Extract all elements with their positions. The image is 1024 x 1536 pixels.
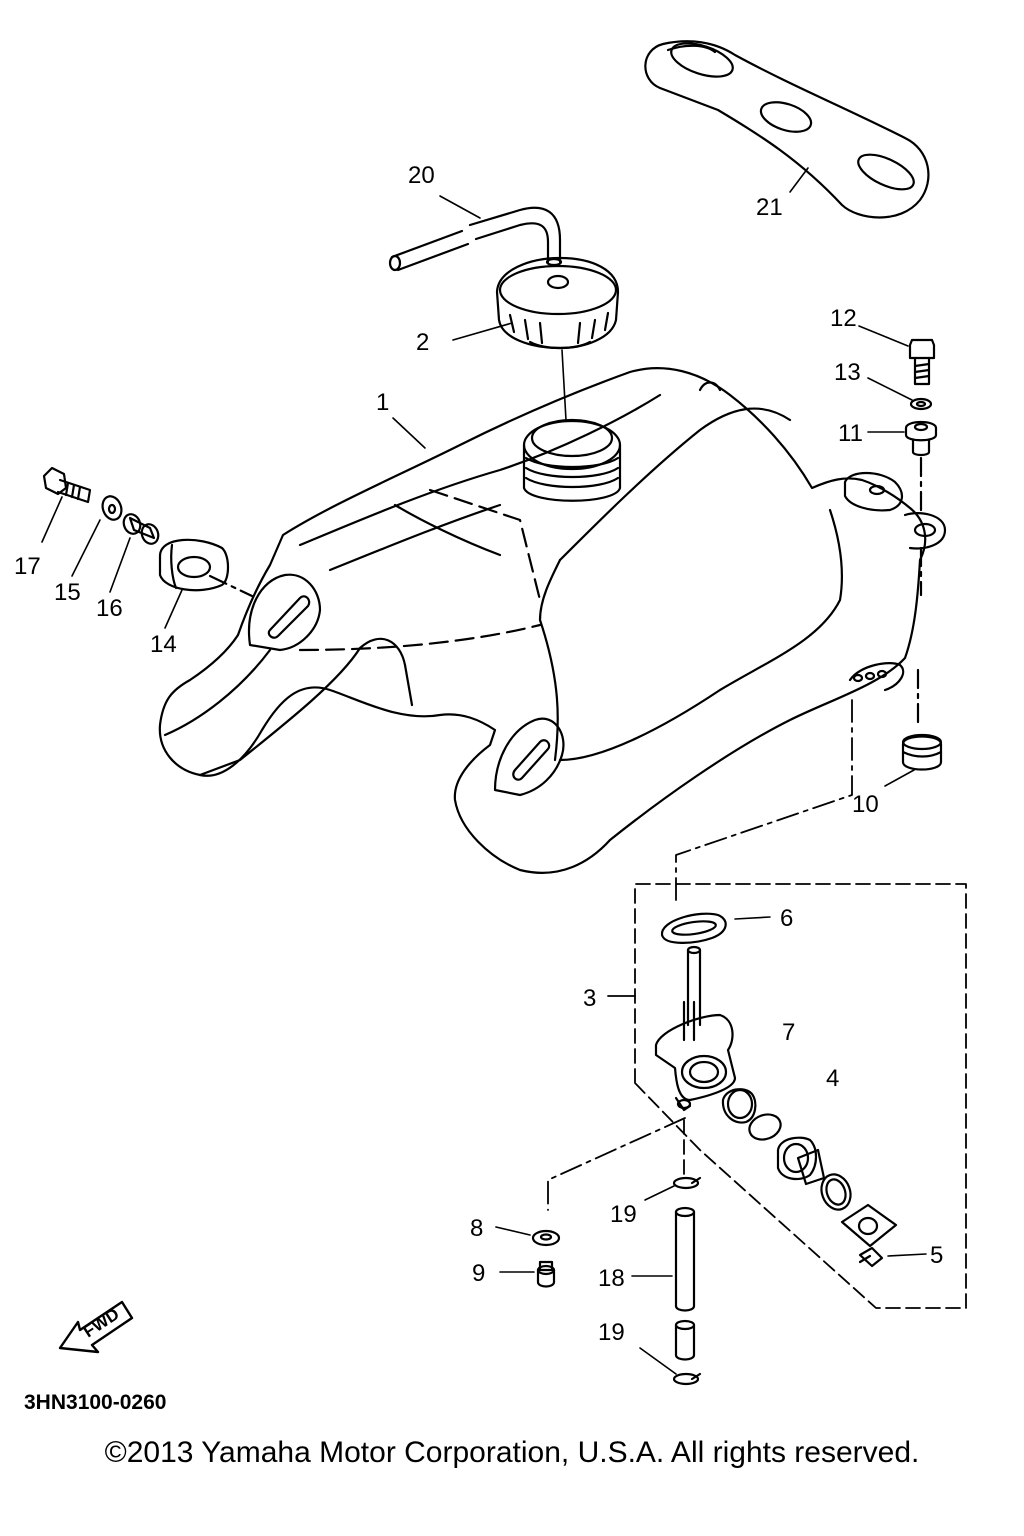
callout-1: 1 [376, 389, 389, 416]
callout-19-lower: 19 [598, 1319, 625, 1346]
part-21-cover-plate [644, 40, 930, 219]
callout-16: 16 [96, 595, 123, 622]
part-11-collar [904, 420, 938, 457]
fuel-cock-o-ring [820, 1173, 852, 1211]
part-14-grommet [158, 538, 254, 598]
part-19-clamp-upper [644, 1176, 702, 1201]
leader-lines [41, 167, 915, 787]
callout-labels: 20 21 2 1 12 13 11 17 15 16 14 10 6 3 7 … [14, 162, 943, 1414]
part-4-o-ring [748, 1113, 782, 1141]
part-6-gasket [660, 912, 771, 944]
part-13-washer [909, 397, 933, 411]
part-10-damper [901, 668, 943, 771]
callout-19-upper: 19 [610, 1201, 637, 1228]
part-12-bolt [908, 338, 936, 386]
copyright-notice: ©2013 Yamaha Motor Corporation, U.S.A. A… [104, 1436, 920, 1469]
callout-18: 18 [598, 1265, 625, 1292]
part-18-hose-lower-segment [674, 1319, 696, 1361]
callout-13: 13 [834, 359, 861, 386]
part-8-washer [531, 1229, 561, 1247]
callout-21: 21 [756, 194, 783, 221]
callout-3: 3 [583, 985, 596, 1012]
callout-10: 10 [852, 791, 879, 818]
leader-line-tank-to-cock [607, 699, 853, 997]
callout-4: 4 [826, 1065, 839, 1092]
fuel-cock-group-frame [634, 883, 967, 1309]
callout-17: 17 [14, 553, 41, 580]
part-9-drain-bolt [536, 1260, 556, 1288]
callout-14: 14 [150, 631, 177, 658]
callout-8: 8 [470, 1215, 483, 1242]
fuel-cock-lever [776, 1136, 826, 1186]
callout-7: 7 [782, 1019, 795, 1046]
part-2-fuel-cap [495, 256, 620, 350]
fwd-label: FWD [80, 1304, 123, 1341]
callout-12: 12 [830, 305, 857, 332]
part-19-clamp-lower [639, 1347, 702, 1386]
callout-2: 2 [416, 329, 429, 356]
part-15-washer [101, 495, 123, 521]
leader-line-drain [495, 1117, 686, 1273]
callout-6: 6 [780, 905, 793, 932]
callout-5: 5 [930, 1242, 943, 1269]
drawing-code: 3HN3100-0260 [24, 1391, 166, 1414]
callout-11: 11 [838, 420, 863, 447]
part-17-bolt [42, 466, 92, 504]
part-20-breather-hose [388, 206, 563, 272]
part-5-screw [858, 1246, 927, 1268]
part-18-fuel-hose [631, 1206, 696, 1312]
callout-20: 20 [408, 162, 435, 189]
part-7-cup [721, 1088, 757, 1124]
part-3-fuel-cock [654, 945, 737, 1112]
part-1-fuel-tank [158, 367, 947, 874]
fuel-cock-cover-plate [840, 1203, 898, 1248]
callout-15: 15 [54, 579, 81, 606]
callout-9: 9 [472, 1260, 485, 1287]
part-16-collar [122, 513, 160, 545]
fwd-arrow: FWD [58, 1300, 134, 1354]
